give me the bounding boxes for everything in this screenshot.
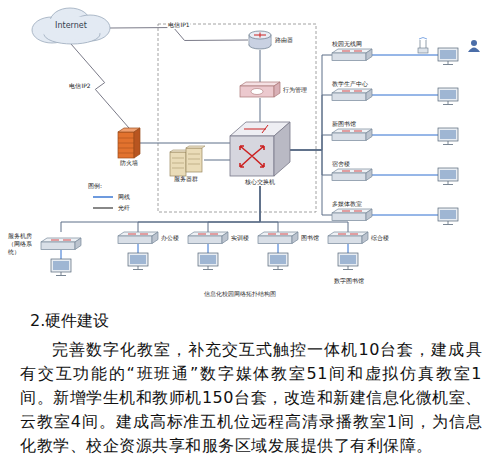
network-link	[290, 150, 332, 215]
core-switch: 核心交换机	[230, 122, 290, 186]
switch-icon	[258, 232, 298, 244]
switch-node: 校园无线网	[332, 40, 372, 61]
switch-icon	[332, 209, 372, 221]
lan-cable	[278, 244, 279, 253]
network-link	[290, 135, 332, 150]
internet-cloud: Internet	[30, 6, 112, 46]
node-label: 核心交换机	[245, 178, 275, 186]
computer-icon	[438, 88, 458, 105]
lan-cable	[372, 95, 438, 96]
node-label: Internet	[55, 21, 87, 31]
computer-icon	[51, 259, 71, 276]
wireless-ap	[418, 38, 428, 54]
switch-node: 综合楼	[328, 232, 389, 244]
switch-node: 服务机房（网络系统）	[8, 232, 81, 256]
server-icon	[168, 146, 204, 174]
lan-cable	[372, 55, 438, 56]
legend-item: 网线	[92, 193, 130, 201]
node-label: 实训楼	[231, 234, 249, 242]
legend-text: 光纤	[118, 204, 130, 212]
network-link	[260, 98, 261, 122]
network-link	[204, 160, 230, 161]
node-label: 服务器群	[174, 175, 198, 183]
node-label: 办公楼	[161, 234, 179, 242]
user-icon	[468, 40, 480, 52]
firewall-icon	[118, 128, 140, 158]
lan-cable	[208, 244, 209, 253]
switch-icon	[188, 232, 228, 244]
behavior-device	[240, 82, 280, 98]
switch-icon	[328, 232, 368, 244]
computer-icon	[338, 253, 358, 270]
computer-icon	[438, 128, 458, 145]
node-label: 防火墙	[120, 159, 138, 167]
router-icon	[248, 30, 272, 50]
network-link	[290, 150, 332, 175]
lan-cable	[138, 244, 139, 253]
node-label: 路由器	[275, 36, 293, 44]
switch-node: 办公楼	[118, 232, 179, 244]
node-label: 服务机房（网络系统）	[8, 232, 38, 256]
computer-icon	[268, 253, 288, 270]
lan-cable	[372, 135, 438, 136]
network-link	[61, 186, 260, 232]
network-link	[208, 186, 260, 232]
node-label: 图书馆	[301, 234, 319, 242]
switch-node: 实训楼	[188, 232, 249, 244]
switch-icon	[332, 129, 372, 141]
network-link	[260, 186, 278, 232]
node-label: 教学生产中心	[332, 80, 368, 88]
legend-item: 光纤	[92, 204, 130, 212]
legend-title: 图例:	[88, 182, 102, 190]
link-label: 电信IP2	[68, 82, 91, 90]
core-switch-icon	[230, 122, 290, 177]
lan-cable	[372, 215, 438, 216]
legend-line-sample	[92, 205, 114, 211]
firewall: 防火墙	[118, 128, 140, 167]
dashed-frame	[158, 24, 316, 212]
network-link	[290, 55, 332, 150]
node-label: 综合楼	[371, 234, 389, 242]
legend-line-sample	[92, 194, 114, 200]
figure-caption: 信息化校园网络拓扑结构图	[0, 290, 480, 298]
node-label: 宿舍楼	[332, 160, 350, 168]
router: 路由器	[248, 30, 293, 50]
node-label: 校园无线网	[332, 40, 362, 48]
node-label: 行为管理	[283, 86, 307, 94]
link-label: 电信IP1	[167, 21, 190, 29]
switch-icon	[332, 169, 372, 181]
computer-icon	[438, 48, 458, 65]
switch-icon	[118, 232, 158, 244]
section-heading: 2.硬件建设	[30, 310, 109, 332]
switch-node: 多媒体教室	[332, 200, 372, 221]
switch-node: 新图书馆	[332, 120, 372, 141]
network-link	[260, 186, 348, 232]
computer-icon	[128, 253, 148, 270]
computer-icon	[438, 208, 458, 225]
device-label: 数字图书馆	[334, 277, 364, 285]
switch-node: 宿舍楼	[332, 160, 372, 181]
lan-cable	[348, 244, 349, 253]
switch-icon	[332, 49, 372, 61]
lan-cable	[372, 175, 438, 176]
body-paragraph: 完善数字化教室，补充交互式触控一体机10台套，建成具有交互功能的“班班通”数字媒…	[20, 338, 482, 458]
server-group: 服务器群	[168, 146, 204, 183]
behavior-manager: 行为管理	[240, 82, 307, 98]
switch-icon	[332, 89, 372, 101]
telecom-link	[110, 28, 248, 41]
network-link	[140, 143, 230, 144]
network-link	[138, 186, 260, 232]
lan-cable	[61, 250, 62, 259]
switch-node: 教学生产中心	[332, 80, 372, 101]
network-link	[260, 50, 261, 82]
legend-text: 网线	[118, 193, 130, 201]
computer-icon	[438, 168, 458, 185]
node-label: 多媒体教室	[332, 200, 362, 208]
node-label: 新图书馆	[332, 120, 356, 128]
switch-icon	[41, 238, 81, 250]
switch-node: 图书馆	[258, 232, 319, 244]
network-link	[290, 95, 332, 150]
computer-icon	[198, 253, 218, 270]
